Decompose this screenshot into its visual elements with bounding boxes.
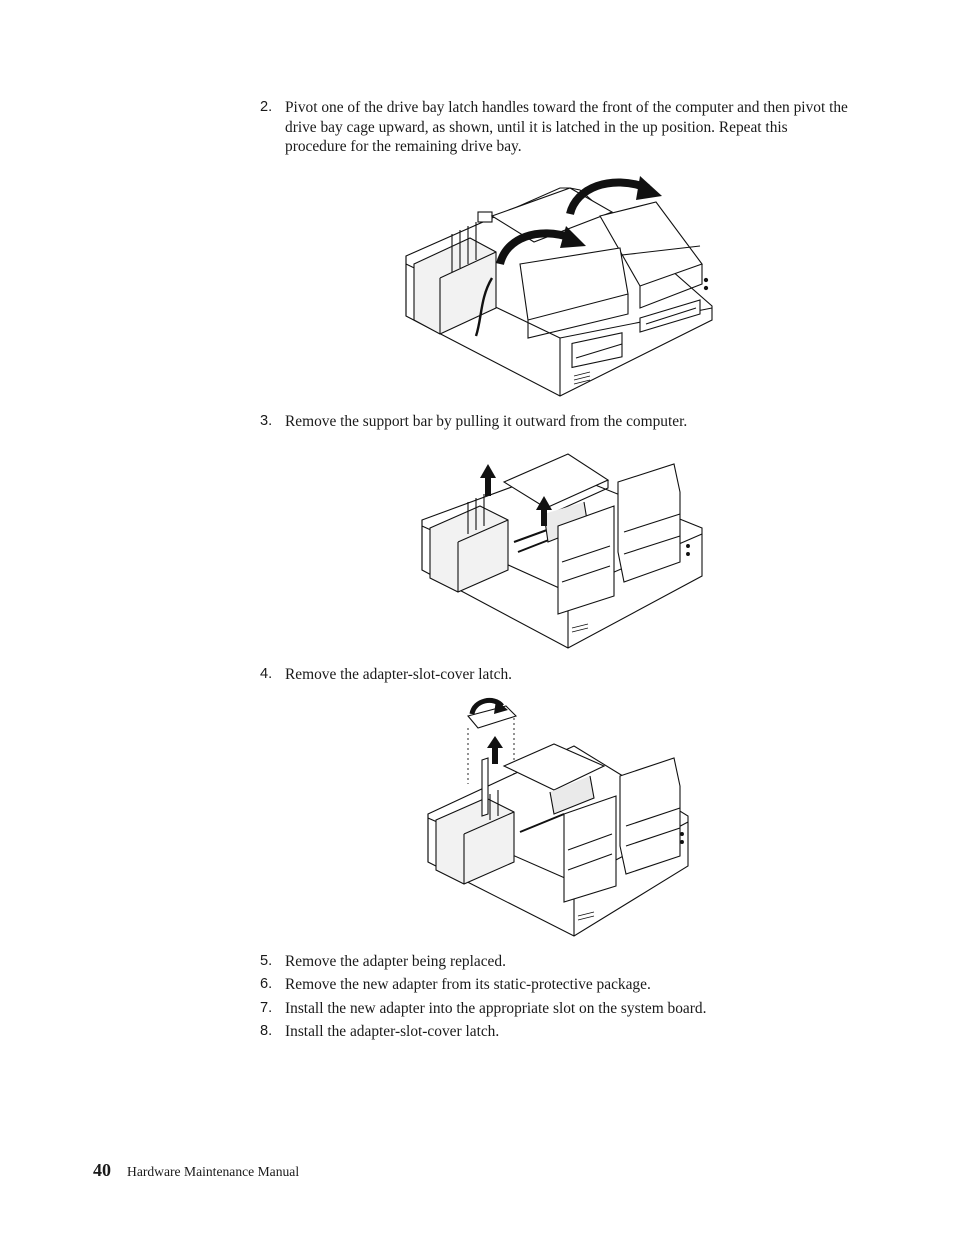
step-number: 6. bbox=[260, 976, 273, 992]
figure-drive-bay-pivot bbox=[400, 168, 720, 400]
figure-support-bar-removal bbox=[418, 442, 708, 654]
step-text: Remove the support bar by pulling it out… bbox=[285, 413, 688, 430]
step-text: Install the adapter-slot-cover latch. bbox=[285, 1023, 500, 1040]
step-text: Pivot one of the drive bay latch handles… bbox=[285, 99, 848, 155]
step-number: 4. bbox=[260, 666, 273, 682]
step-number: 3. bbox=[260, 413, 273, 429]
step-4: 4. Remove the adapter-slot-cover latch. bbox=[260, 665, 850, 685]
step-number: 7. bbox=[260, 1000, 273, 1016]
step-5: 5. Remove the adapter being replaced. bbox=[260, 952, 850, 972]
step-text: Install the new adapter into the appropr… bbox=[285, 1000, 707, 1017]
step-text: Remove the adapter-slot-cover latch. bbox=[285, 666, 513, 683]
step-number: 8. bbox=[260, 1023, 273, 1039]
manual-title: Hardware Maintenance Manual bbox=[127, 1164, 300, 1179]
step-text: Remove the adapter being replaced. bbox=[285, 953, 506, 970]
step-8: 8. Install the adapter-slot-cover latch. bbox=[260, 1022, 850, 1042]
step-6: 6. Remove the new adapter from its stati… bbox=[260, 975, 850, 995]
step-3: 3. Remove the support bar by pulling it … bbox=[260, 412, 850, 432]
step-2: 2. Pivot one of the drive bay latch hand… bbox=[260, 98, 850, 157]
step-7: 7. Install the new adapter into the appr… bbox=[260, 999, 850, 1019]
step-text: Remove the new adapter from its static-p… bbox=[285, 976, 651, 993]
step-number: 2. bbox=[260, 99, 273, 115]
step-number: 5. bbox=[260, 953, 273, 969]
page-footer: 40 Hardware Maintenance Manual bbox=[93, 1160, 299, 1181]
page-number: 40 bbox=[93, 1160, 111, 1180]
figure-latch-removal bbox=[424, 696, 694, 942]
